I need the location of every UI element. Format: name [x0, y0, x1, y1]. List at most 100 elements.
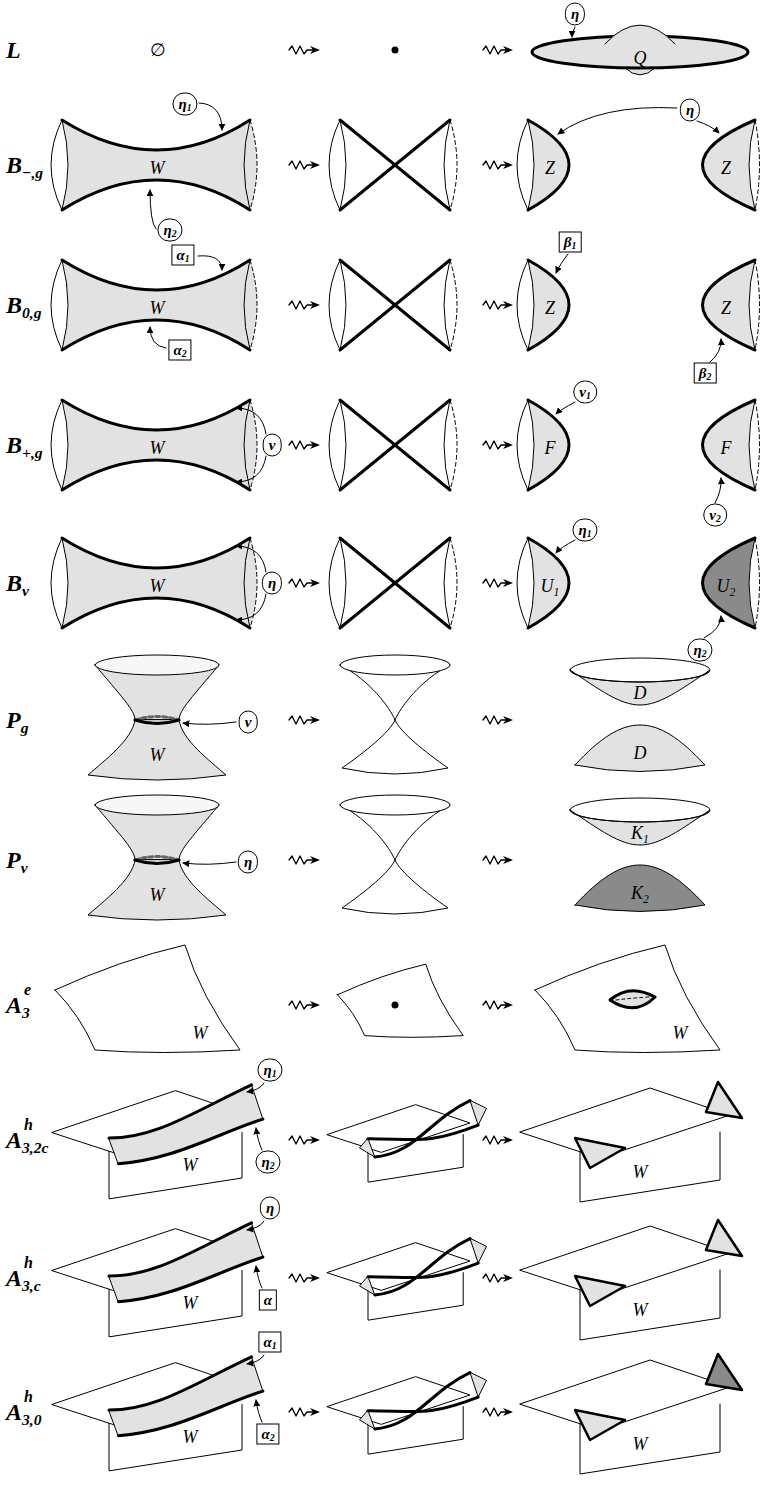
end-triangle	[360, 1139, 375, 1157]
squiggle-arrow	[483, 46, 507, 54]
sheet	[55, 945, 240, 1053]
region-label: W	[633, 1435, 648, 1453]
arrow-head	[310, 1001, 320, 1009]
thick-curve	[62, 598, 250, 628]
region-label: Z	[721, 299, 731, 317]
boundary-lens-back	[250, 120, 257, 210]
squiggle-arrow	[289, 46, 314, 54]
boundary-lens	[749, 120, 755, 210]
triangle-piece	[575, 1276, 625, 1306]
boundary-lens-back	[755, 120, 760, 210]
boundary-lens	[244, 538, 250, 628]
surface-fill	[88, 720, 226, 780]
arrow-head	[310, 1136, 320, 1144]
boundary-lens-back	[755, 260, 760, 350]
leader-line	[236, 456, 266, 482]
arrow-head	[310, 579, 320, 587]
squiggle-arrow	[289, 161, 314, 169]
rim-ellipse	[340, 655, 450, 675]
surface-fill	[517, 400, 569, 490]
region-label: U2	[717, 577, 736, 595]
squiggle-arrow	[289, 579, 314, 587]
boxed-callout: α2	[256, 1424, 279, 1445]
thick-curve	[375, 1373, 470, 1429]
leader-line	[247, 1083, 264, 1092]
curve-callout: η1	[572, 519, 597, 542]
leader-line	[558, 108, 677, 134]
region-label: U1	[541, 577, 560, 595]
thick-curve	[340, 538, 450, 628]
thick-curve	[62, 538, 250, 568]
region-label: W	[183, 1428, 198, 1446]
leader-line	[247, 1355, 264, 1364]
boundary-lens-back	[450, 260, 457, 350]
leader-line	[704, 616, 721, 638]
surface-fill	[703, 120, 756, 210]
curve-callout: η1	[172, 93, 197, 116]
squiggle-arrow	[289, 1001, 314, 1009]
arrow-head	[503, 856, 513, 864]
arrow-head	[310, 441, 320, 449]
neck-curve	[135, 720, 179, 724]
thick-curve	[528, 120, 569, 210]
boundary-lens-back	[450, 120, 457, 210]
leader-line	[183, 722, 236, 724]
leader-line	[556, 402, 575, 414]
region-label: W	[183, 1156, 198, 1174]
arrow-head	[310, 46, 320, 54]
triangle-piece	[575, 1138, 625, 1168]
row-name: B+,g	[6, 433, 43, 457]
thick-curve	[703, 260, 756, 350]
figure-group	[337, 964, 463, 1037]
figure-group	[52, 1223, 263, 1337]
row-name: L	[6, 38, 21, 62]
thick-curve	[62, 180, 250, 210]
curve-callout: ν	[263, 434, 282, 457]
curve-callout: η2	[687, 639, 712, 662]
region-label: D	[634, 684, 647, 702]
surface-fill	[51, 538, 257, 628]
leader-line	[572, 27, 575, 37]
arrow-head	[310, 161, 320, 169]
arrow-head	[503, 716, 513, 724]
region-label: W	[633, 1163, 648, 1181]
boundary-lens	[329, 538, 346, 628]
figure-group	[52, 1357, 263, 1471]
boundary-lens	[749, 538, 755, 628]
surface-fill	[517, 260, 569, 350]
superscript-label: h	[24, 1255, 33, 1271]
thick-curve	[528, 538, 569, 628]
arrow-head	[310, 301, 320, 309]
arrow-head	[503, 441, 513, 449]
boundary-lens	[444, 400, 450, 490]
leader-line	[556, 254, 568, 273]
surface-fill	[703, 400, 756, 490]
figure-group	[327, 1373, 486, 1455]
boundary-lens	[444, 538, 450, 628]
figure-group	[327, 1239, 486, 1321]
leader-line	[236, 408, 266, 434]
figure-group	[520, 1354, 742, 1474]
arrow-head	[310, 716, 320, 724]
region-label: K1	[631, 824, 649, 842]
point	[392, 1002, 399, 1009]
squiggle-arrow	[289, 1274, 314, 1282]
curve-callout: η	[262, 572, 282, 595]
curve-callout: ν	[239, 711, 258, 734]
thick-curve	[528, 400, 569, 490]
row-name: Bv	[6, 571, 29, 595]
thick-curve	[340, 120, 450, 210]
thick-curve	[703, 400, 756, 490]
boundary-lens	[517, 260, 534, 350]
rim-ellipse	[570, 658, 710, 682]
arrow-head	[503, 46, 513, 54]
leader-line	[198, 256, 222, 270]
region-label: Q	[634, 49, 647, 67]
region-label: W	[633, 1301, 648, 1319]
region-label: W	[150, 299, 165, 317]
region-label: W	[150, 886, 165, 904]
arrow-head	[503, 1274, 513, 1282]
thick-curve	[610, 991, 655, 1008]
thick-curve	[62, 320, 250, 350]
region-label: Z	[545, 159, 555, 177]
